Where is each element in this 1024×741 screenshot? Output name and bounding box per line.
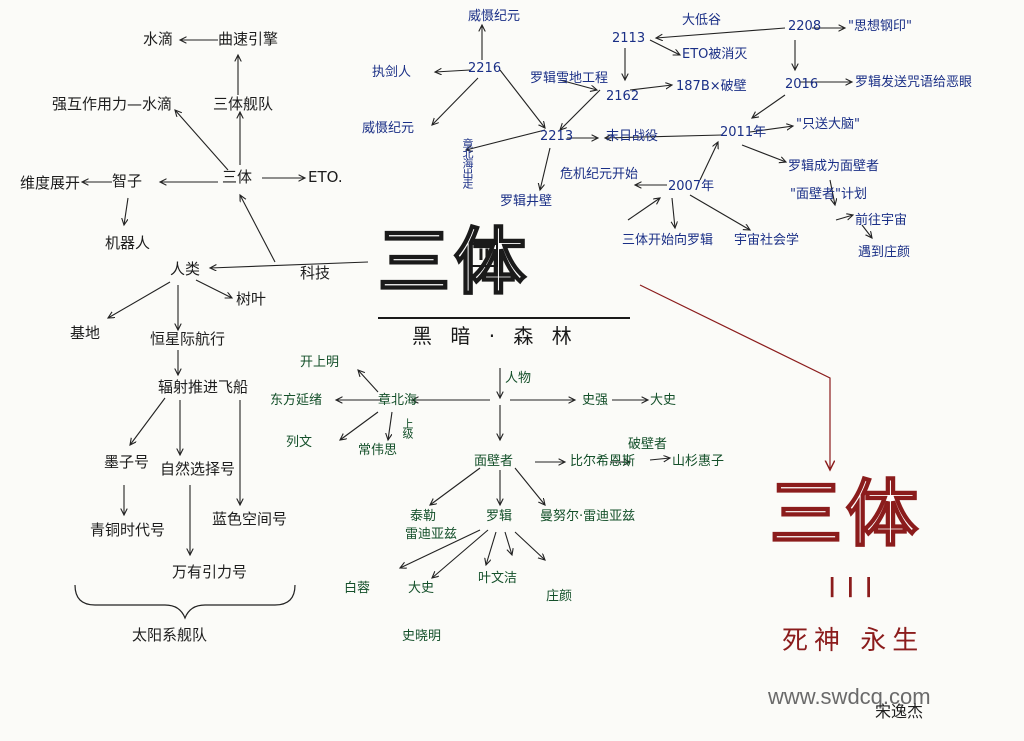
node-swordholder: 执剑人 <box>372 65 412 80</box>
node-bill-hines: 比尔希恩斯 <box>570 454 636 469</box>
node-strong-force-droplet: 强互作用力—水滴 <box>52 95 173 113</box>
node-zhang-beihai: 章北海 <box>378 393 418 408</box>
node-great-ravine: 大低谷 <box>682 13 722 28</box>
node-sophon: 智子 <box>112 172 143 190</box>
node-rey-diaz: 雷迪亚兹 <box>405 527 458 542</box>
node-wallfacer-project: "面壁者"计划 <box>790 187 867 202</box>
node-187b-wallbreaker: 187B×破壁 <box>676 79 747 94</box>
node-lie-wen: 列文 <box>286 435 313 450</box>
node-chang-weisi: 常伟思 <box>358 443 398 458</box>
node-year-2007: 2007年 <box>668 179 715 194</box>
book-two-title: 三体 <box>377 219 531 304</box>
node-year-2016: 2016 <box>785 77 819 92</box>
node-bronze-age: 青铜时代号 <box>90 521 166 539</box>
node-luoji-becomes-wallfacer: 罗辑成为面壁者 <box>788 159 880 174</box>
node-year-2113: 2113 <box>612 31 646 46</box>
node-year-2208: 2208 <box>788 19 822 34</box>
node-radiation-drive-ship: 辐射推进飞船 <box>158 378 249 396</box>
node-trisolaran-fleet: 三体舰队 <box>213 95 274 113</box>
node-solar-fleet: 太阳系舰队 <box>132 626 208 644</box>
node-technology: 科技 <box>300 264 331 282</box>
author-signature: 宋逸杰 <box>875 702 924 721</box>
node-mozi: 墨子号 <box>104 453 150 471</box>
node-head-to-universe: 前往宇宙 <box>855 213 908 228</box>
node-natural-selection: 自然选择号 <box>160 460 236 478</box>
node-ye-wenjie: 叶文洁 <box>478 571 518 586</box>
node-meets-zhuang-yan: 遇到庄颜 <box>858 245 911 260</box>
node-characters: 人物 <box>505 371 532 386</box>
node-cosmic-sociology: 宇宙社会学 <box>734 233 800 248</box>
node-interstellar-travel: 恒星际航行 <box>150 330 226 348</box>
node-blue-space: 蓝色空间号 <box>212 510 288 528</box>
node-robot: 机器人 <box>105 234 151 252</box>
book-three-number: III <box>828 571 883 604</box>
node-manuel-rey-diaz: 曼努尔·雷迪亚兹 <box>540 509 636 524</box>
node-luoji-well: 罗辑井壁 <box>500 194 553 209</box>
book-two-subtitle: 黑 暗 · 森 林 <box>412 324 578 348</box>
node-zhang-beihai-leaves: 章北海出走 <box>461 138 474 188</box>
node-trisolaris: 三体 <box>222 168 253 186</box>
book-three-title: 三体 <box>769 471 923 556</box>
node-da-shi: 大史 <box>650 393 677 408</box>
node-crisis-era-begins: 危机纪元开始 <box>560 167 639 182</box>
node-year-2011: 2011年 <box>720 125 767 140</box>
node-year-2162: 2162 <box>606 89 640 104</box>
node-kaishang: 开上明 <box>300 355 340 370</box>
node-deterrence-era-1: 威慑纪元 <box>468 9 521 24</box>
book-two-number: II <box>470 243 498 267</box>
node-tyler: 泰勒 <box>410 509 437 524</box>
book-three-subtitle: 死神 永生 <box>782 626 925 656</box>
node-superior: 上级 <box>401 418 414 438</box>
node-luoji-snow-project: 罗辑雪地工程 <box>530 71 609 86</box>
node-shi-qiang-2: 大史 <box>408 581 435 596</box>
node-tree-leaf: 树叶 <box>236 290 267 308</box>
node-zhuang-yan: 庄颜 <box>546 589 573 604</box>
node-wallbreaker: 破壁者 <box>628 437 668 452</box>
node-only-brain: "只送大脑" <box>796 117 860 132</box>
node-curvature-engine: 曲速引擎 <box>218 30 279 48</box>
node-gravity: 万有引力号 <box>172 563 248 581</box>
node-deterrence-era-2: 威慑纪元 <box>362 121 415 136</box>
node-bai-rong: 白蓉 <box>344 581 371 596</box>
node-shi-xiaoming: 史晓明 <box>402 629 442 644</box>
node-dongfang-yanxu: 东方延绪 <box>270 393 323 408</box>
node-luoji: 罗辑 <box>486 509 513 524</box>
node-year-2216: 2216 <box>468 61 502 76</box>
node-humanity: 人类 <box>170 260 201 278</box>
node-doomsday-battle: 末日战役 <box>606 129 659 144</box>
node-shuidi: 水滴 <box>143 30 174 48</box>
node-luoji-sends-spell: 罗辑发送咒语给恶眼 <box>855 75 973 90</box>
node-eto: ETO. <box>308 168 343 186</box>
node-yamasugi-keiko: 山杉惠子 <box>672 454 725 469</box>
node-shi-qiang: 史强 <box>582 393 609 408</box>
watermark: www.swdcq.com <box>768 684 931 709</box>
node-dimension-unfold: 维度展开 <box>20 174 81 192</box>
node-trisolaris-towards-luoji: 三体开始向罗辑 <box>622 233 714 248</box>
node-base: 基地 <box>70 324 101 342</box>
node-eto-destroyed: ETO被消灭 <box>682 47 748 62</box>
node-mental-seal: "思想钢印" <box>848 19 912 34</box>
node-wallfacers: 面壁者 <box>474 454 514 469</box>
node-year-2213: 2213 <box>540 129 574 144</box>
